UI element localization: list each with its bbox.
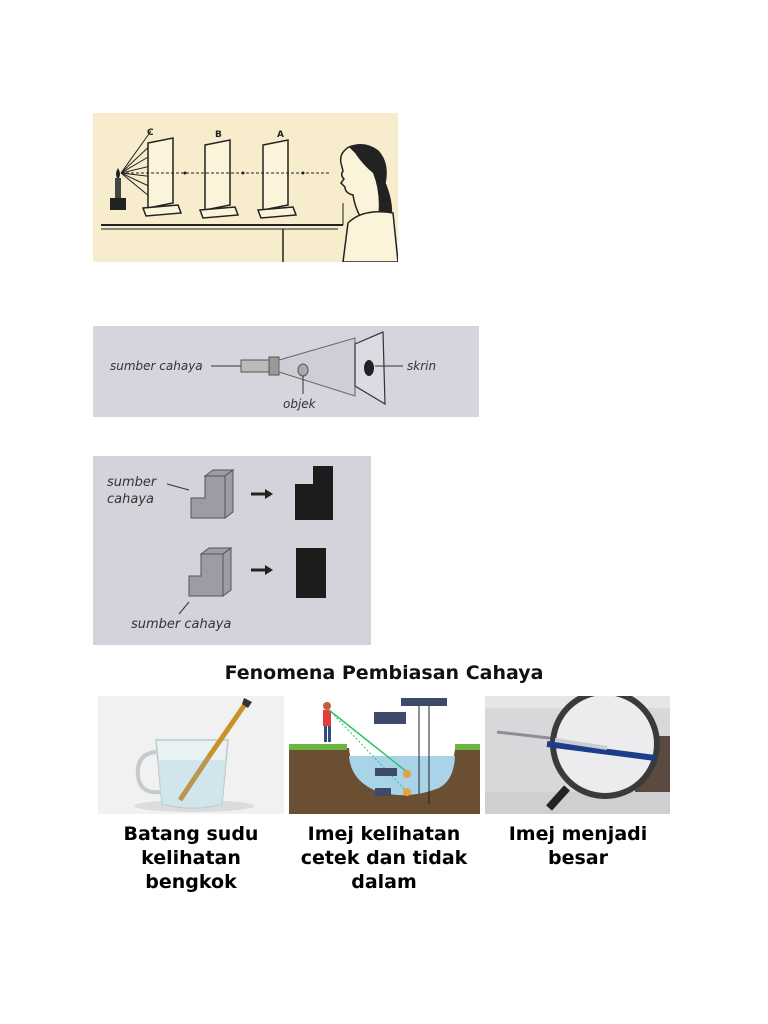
- image-fish: [403, 770, 411, 778]
- label-c: C: [147, 128, 154, 138]
- screen-c: [143, 138, 181, 216]
- observer-icon: [341, 145, 398, 262]
- screen-label: skrin: [407, 359, 436, 373]
- torch-icon: [241, 357, 279, 375]
- screen-b: [200, 140, 238, 218]
- top-source-label-2: cahaya: [107, 492, 154, 507]
- rect-shadow: [296, 548, 326, 598]
- label-a: A: [277, 130, 284, 140]
- caption-bent-pencil: Batang sudu kelihatan bengkok: [93, 822, 289, 894]
- refraction-title: Fenomena Pembiasan Cahaya: [0, 662, 768, 684]
- caption-line: Imej kelihatan: [286, 822, 482, 846]
- caption-line: kelihatan bengkok: [93, 846, 289, 894]
- person-icon: [323, 702, 331, 742]
- shadow-shape-diagram: sumber cahaya sumber cahaya: [93, 456, 371, 645]
- shadow-shape: [364, 360, 374, 376]
- object-shape: [298, 364, 308, 376]
- l-block-top: [191, 470, 233, 518]
- caption-line: Batang sudu: [93, 822, 289, 846]
- caption-line: Imej menjadi: [480, 822, 676, 846]
- caption-apparent-depth: Imej kelihatan cetek dan tidak dalam: [286, 822, 482, 894]
- object-label: objek: [283, 397, 317, 411]
- pinhole-screens-diagram: C B A: [93, 113, 398, 262]
- magnifier-photo: [485, 696, 670, 814]
- bent-pencil-photo: [98, 696, 284, 814]
- caption-line: cetek dan tidak: [286, 846, 482, 870]
- screen-a: [258, 140, 296, 218]
- shadow-formation-diagram: sumber cahaya objek skrin: [93, 326, 479, 417]
- bottom-source-label: sumber cahaya: [131, 617, 231, 632]
- caption-line: dalam: [286, 870, 482, 894]
- l-block-bottom: [189, 548, 231, 596]
- l-shadow: [295, 466, 333, 520]
- caption-magnified: Imej menjadi besar: [480, 822, 676, 870]
- apparent-depth-diagram: [289, 696, 480, 814]
- caption-line: besar: [480, 846, 676, 870]
- top-source-label-1: sumber: [107, 475, 158, 490]
- real-fish: [403, 788, 411, 796]
- label-b: B: [215, 130, 222, 140]
- source-label: sumber cahaya: [110, 359, 203, 373]
